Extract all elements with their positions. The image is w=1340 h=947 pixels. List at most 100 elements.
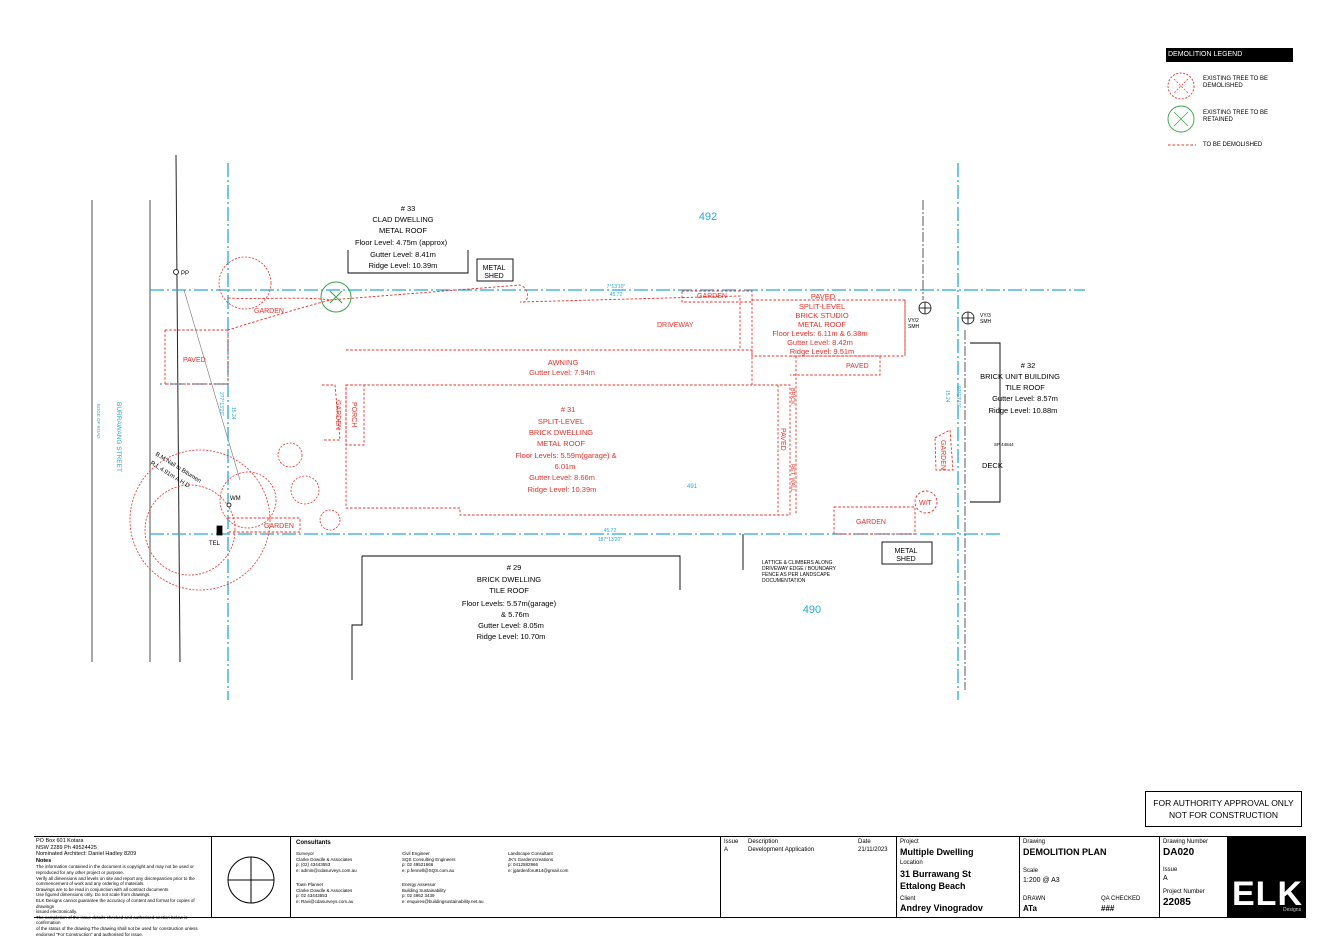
dim-top: 45.72 (610, 292, 623, 298)
svg-text:Floor Levels: 5.57m(garage): Floor Levels: 5.57m(garage) (462, 599, 557, 608)
svg-text:SHED: SHED (484, 273, 503, 280)
svg-text:PAVED: PAVED (779, 428, 786, 451)
neighbour-33-label: # 33 CLAD DWELLING METAL ROOF Floor Leve… (355, 204, 448, 270)
studio-label: PAVED SPLIT-LEVEL BRICK STUDIO METAL ROO… (772, 292, 867, 356)
note-line: endorsed "For Construction" and authoris… (36, 931, 144, 937)
note-line: ELK Designs cannot guarantee the accurac… (36, 897, 195, 909)
notes-panel: PO Box 601 Kotara NSW 2289 Ph 49524425 N… (34, 837, 212, 937)
svg-text:PAVED: PAVED (183, 357, 206, 364)
svg-text:& 5.76m: & 5.76m (501, 610, 529, 619)
sp-label: SP 44844 (994, 442, 1014, 447)
drawn-label: DRAWN (1023, 896, 1046, 902)
svg-text:SPLIT-LEVEL: SPLIT-LEVEL (799, 302, 845, 311)
consultants-title: Consultants (296, 840, 331, 846)
svg-text:BRICK DWELLING: BRICK DWELLING (477, 575, 541, 584)
site-plan: 492 490 491 7°13'10" 45.72 45.72 187°13'… (91, 154, 1085, 700)
note-line: Use figured dimensions only. Do not scal… (36, 892, 151, 898)
dwelling-31-label: # 31 SPLIT-LEVEL BRICK DWELLING METAL RO… (515, 405, 616, 494)
consultant-phone: p: (02) 43443553 (296, 862, 331, 868)
qa-value: ### (1101, 904, 1115, 913)
dim-bottom: 45.72 (604, 528, 617, 534)
consultant-name: Clarke Dowdle & Associates (296, 887, 353, 893)
demolition-legend: DEMOLITION LEGEND EXISTING TREE TO BE DE… (1166, 48, 1293, 158)
svg-text:FENCE AS PER LANDSCAPE: FENCE AS PER LANDSCAPE (762, 572, 831, 578)
address-line-3: Nominated Architect: Daniel Hadley 8209 (36, 851, 137, 858)
legend-retain-label: EXISTING TREE TO BE RETAINED (1203, 110, 1269, 123)
project-panel: Project Multiple Dwelling Location 31 Bu… (896, 837, 1020, 917)
issue-panel: Issue A Description Development Applicat… (720, 837, 897, 917)
qa-label: QA CHECKED (1101, 896, 1141, 902)
consultant-phone: p: 02 43443553 (296, 893, 328, 899)
tree-demolish-icon (1167, 72, 1195, 100)
site-boundary (150, 163, 1085, 700)
neighbour-outlines (347, 250, 1001, 680)
consultant-email: e: enquires@buildingsustainability.net.a… (402, 898, 484, 904)
address-line-1: PO Box 601 Kotara (36, 838, 84, 844)
consultant-role: Civil Engineer (402, 851, 430, 856)
svg-text:Floor Levels: 5.59m(garage) &: Floor Levels: 5.59m(garage) & (515, 451, 616, 460)
neighbour-32-label: # 32 BRICK UNIT BUILDING TILE ROOF Gutte… (980, 361, 1060, 415)
consultant-name: SQS Consulting Engineers (402, 856, 456, 862)
svg-text:# 31: # 31 (561, 405, 576, 414)
svg-text:TILE ROOF: TILE ROOF (489, 586, 529, 595)
svg-text:METAL: METAL (483, 265, 506, 272)
location-line-2: Ettalong Beach (900, 881, 966, 891)
svg-text:PORCH: PORCH (350, 402, 357, 427)
bearing-right: 97°13'10" (955, 386, 961, 408)
note-line: issued electronically. (36, 909, 78, 915)
consultant-phone: p: 02 49521666 (402, 862, 434, 868)
consultant-phone: p: 02 4962 3439 (402, 893, 435, 899)
svg-text:Gutter Level: 8.66m: Gutter Level: 8.66m (529, 473, 595, 482)
svg-text:BRICK UNIT BUILDING: BRICK UNIT BUILDING (980, 372, 1060, 381)
svg-text:GARDEN: GARDEN (334, 400, 341, 430)
metal-shed-top-label: METAL SHED (483, 265, 506, 280)
consultant-role: Landscape Consultant (508, 851, 553, 856)
lot-number-491: 491 (687, 484, 698, 490)
svg-text:W/T: W/T (919, 500, 933, 507)
sewer1-label-b: SMH (908, 324, 920, 330)
svg-text:# 29: # 29 (507, 563, 522, 572)
logo: ELK Designs (1227, 837, 1306, 917)
note-line: reproduced for any other project or purp… (36, 869, 125, 875)
svg-text:Gutter Level: 8.57m: Gutter Level: 8.57m (992, 394, 1058, 403)
consultants-panel: Consultants Surveyor Clarke Dowdle & Ass… (290, 837, 721, 917)
project-label: Project (900, 839, 919, 845)
date-label: Date (858, 839, 871, 845)
svg-text:Gutter Level: 8.41m: Gutter Level: 8.41m (370, 250, 436, 259)
trees-demolished (129, 256, 341, 591)
project-number-value: 22085 (1163, 897, 1191, 908)
approval-line-2: NOT FOR CONSTRUCTION (1169, 810, 1278, 820)
description-value: Development Application (748, 847, 815, 853)
street-edge-note: EDGE OF ROAD (96, 404, 101, 439)
consultant-name: Building Sustainability (402, 887, 446, 893)
lattice-note: LATTICE & CLIMBERS ALONG DRIVEWAY EDGE /… (762, 560, 837, 584)
note-line: Verify all dimensions and levels on site… (36, 875, 195, 881)
svg-text:SPLIT-LEVEL: SPLIT-LEVEL (538, 417, 584, 426)
consultant-email: e: admin@cdasurveys.com.au (296, 867, 357, 873)
svg-text:DRIVEWAY: DRIVEWAY (657, 322, 694, 329)
note-line: Drawings are to be read in conjunction w… (36, 886, 169, 892)
svg-text:GARDEN: GARDEN (856, 519, 886, 526)
sewer1-label-a: VY/2 (908, 318, 919, 324)
issue-label: Issue (724, 839, 739, 845)
svg-text:RET. WALL: RET. WALL (789, 464, 795, 492)
tree-retained (320, 281, 352, 313)
svg-text:PAVED: PAVED (846, 363, 869, 370)
title-block: PO Box 601 Kotara NSW 2289 Ph 49524425 N… (34, 836, 1306, 937)
bearing-bottom: 187°13'20" (598, 537, 622, 543)
svg-text:# 33: # 33 (401, 204, 416, 213)
sewer2-label-b: SMH (980, 319, 992, 325)
address-line-2: NSW 2289 Ph 49524425 (36, 844, 97, 851)
north-arrow-icon (227, 856, 275, 904)
consultant-role: Surveyor (296, 851, 315, 856)
note-line: The information contained in the documen… (36, 864, 194, 870)
issue2-label: Issue (1163, 867, 1178, 873)
scale-label: Scale (1023, 868, 1039, 874)
svg-text:METAL ROOF: METAL ROOF (798, 320, 846, 329)
legend-demolish-label: EXISTING TREE TO BE DEMOLISHED (1203, 76, 1269, 89)
awning-label: AWNING Gutter Level: 7.94m (529, 358, 595, 377)
tel-label: TEL (209, 541, 221, 547)
dashed-line-icon (1168, 144, 1196, 146)
demolition-outlines (164, 284, 954, 535)
svg-text:# 32: # 32 (1021, 361, 1036, 370)
